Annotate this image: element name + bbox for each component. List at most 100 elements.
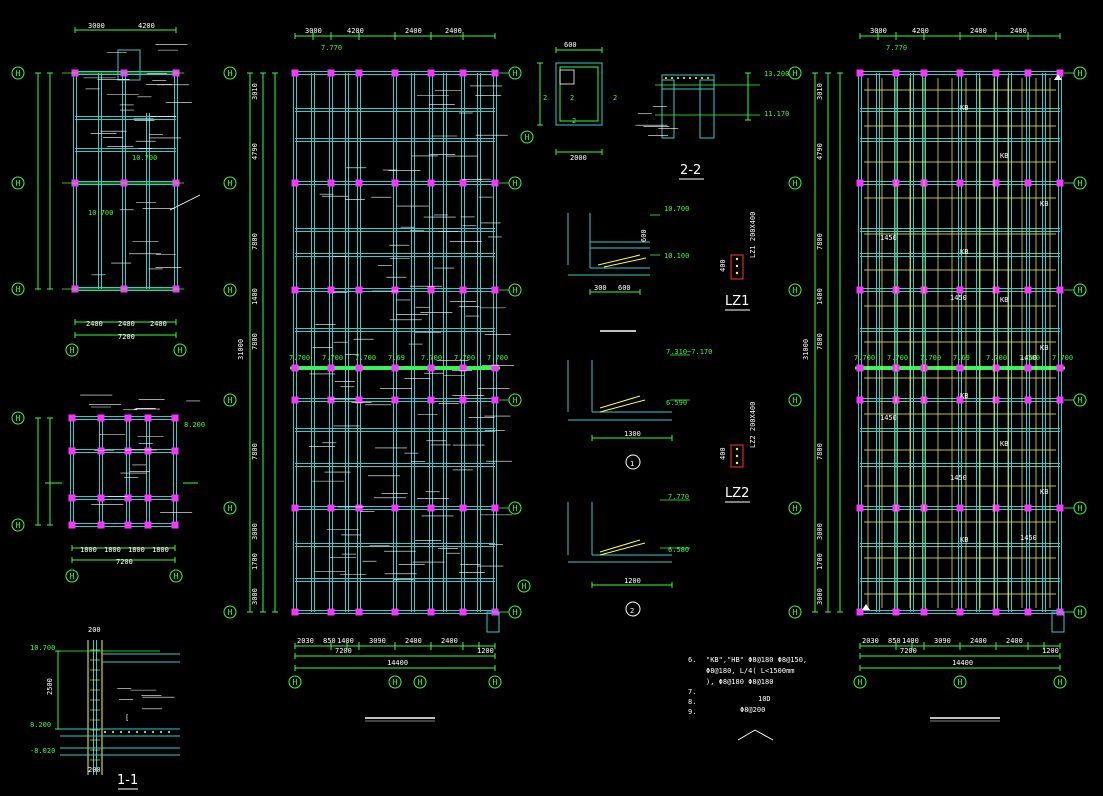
- level-text: 7.700: [854, 354, 875, 362]
- axis-bubble: [388, 675, 402, 689]
- dim-text: 2400: [970, 637, 987, 645]
- dim-text: 7800: [251, 233, 259, 250]
- dim-text: 3000: [251, 523, 259, 540]
- level-text: 10.100: [664, 252, 689, 260]
- column-marker: [856, 396, 864, 404]
- column-marker: [491, 364, 499, 372]
- level-text: 7.700: [1019, 354, 1040, 362]
- hb-label: 1450: [1020, 354, 1037, 362]
- dim-text: 2400: [405, 637, 422, 645]
- dim-text: 7800: [816, 333, 824, 350]
- axis-label: H: [16, 414, 21, 423]
- column-marker: [171, 494, 179, 502]
- column-marker: [355, 396, 363, 404]
- section-mark: 2: [543, 94, 547, 102]
- axis-label: H: [1058, 678, 1063, 687]
- rebar-dot: [128, 731, 130, 733]
- column-marker: [427, 396, 435, 404]
- axis-label: H: [493, 678, 498, 687]
- level-text: -8.020: [30, 747, 55, 755]
- column-marker: [291, 396, 299, 404]
- column-marker: [1056, 504, 1064, 512]
- detail-number: 2: [630, 607, 634, 615]
- level-text: 8.200: [184, 421, 205, 429]
- kb-label: KB: [1040, 344, 1048, 352]
- note-text: 10D: [758, 695, 771, 703]
- rebar-dot: [735, 454, 739, 458]
- level-text: 7.700: [421, 354, 442, 362]
- level-text: 10.700: [132, 154, 157, 162]
- level-text: 7.700: [289, 354, 310, 362]
- column-marker: [491, 179, 499, 187]
- column-marker: [144, 494, 152, 502]
- column-marker: [391, 286, 399, 294]
- level-text: 7.770: [321, 44, 342, 52]
- axis-label: H: [525, 133, 530, 142]
- note-number: 8.: [688, 698, 696, 706]
- column-marker: [291, 286, 299, 294]
- column-marker: [856, 504, 864, 512]
- column-marker: [171, 414, 179, 422]
- rebar-dot: [735, 264, 739, 268]
- column-marker: [1024, 179, 1032, 187]
- level-text: 7.770: [668, 493, 689, 501]
- dim-text: 1400: [337, 637, 354, 645]
- rebar-dot: [665, 77, 667, 79]
- axis-label: H: [513, 69, 518, 78]
- leader-line: [169, 194, 201, 211]
- rebar-dot: [695, 77, 697, 79]
- axis-label: H: [513, 179, 518, 188]
- level-text: 7.700: [986, 354, 1007, 362]
- axis-label: H: [16, 285, 21, 294]
- column-marker: [171, 521, 179, 529]
- beam-section: [661, 74, 715, 90]
- dim-text: 2030: [862, 637, 879, 645]
- axis-label: H: [793, 179, 798, 188]
- dim-text: 200: [88, 626, 101, 634]
- dim-text: 1200: [624, 577, 641, 585]
- hook-sketch: [737, 729, 756, 741]
- rebar-dot: [677, 77, 679, 79]
- note-text: Φ8@180, L/4( L<1500mm: [706, 667, 795, 675]
- outline-box: [486, 611, 500, 633]
- beam-section: [661, 79, 675, 139]
- dim-text: 2400: [1010, 27, 1027, 35]
- detail-1-circle: [625, 454, 641, 470]
- note-text: Φ8@200: [740, 706, 765, 714]
- axis-label: H: [1078, 179, 1083, 188]
- axis-label: H: [228, 179, 233, 188]
- dim-text: 2400: [445, 27, 462, 35]
- axis-bubble: [223, 66, 237, 80]
- axis-bubble: [520, 130, 534, 144]
- column-marker: [956, 504, 964, 512]
- dim-text: 2400: [1006, 637, 1023, 645]
- section-title: 2-2: [680, 163, 701, 178]
- level-text: 10.700: [30, 644, 55, 652]
- dim-text: 7800: [251, 333, 259, 350]
- dim-text: 1800: [152, 546, 169, 554]
- axis-bubble: [788, 501, 802, 515]
- lz2-section: [730, 444, 744, 468]
- rebar-dot: [683, 77, 685, 79]
- dim-text: 1200: [477, 647, 494, 655]
- column-marker: [391, 396, 399, 404]
- dim-text: 2400: [118, 320, 135, 328]
- level-text: 13.200: [764, 70, 789, 78]
- column-marker: [171, 447, 179, 455]
- rebar-dot: [735, 461, 739, 465]
- rebar-dot: [671, 77, 673, 79]
- level-text: 10.700: [664, 205, 689, 213]
- level-text: 7.700: [355, 354, 376, 362]
- beam-section: [699, 79, 715, 139]
- axis-label: H: [174, 572, 179, 581]
- kb-label: KB: [960, 392, 968, 400]
- column-marker: [459, 504, 467, 512]
- axis-bubble: [223, 501, 237, 515]
- dim-text: 600: [618, 284, 631, 292]
- column-marker: [856, 364, 864, 372]
- axis-label: H: [793, 608, 798, 617]
- dim-text: 1700: [816, 553, 824, 570]
- axis-label: H: [70, 346, 75, 355]
- dim-text: 3000: [816, 588, 824, 605]
- dim-text: 7200: [900, 647, 917, 655]
